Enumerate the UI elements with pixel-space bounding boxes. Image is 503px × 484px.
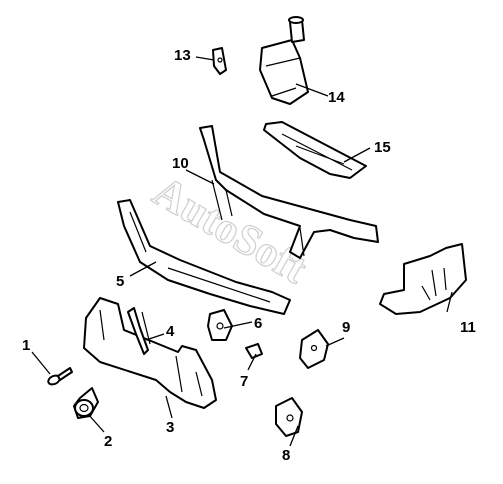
bumper-support: [83, 297, 217, 409]
lower-mount: [275, 397, 303, 437]
bracket-plate: [299, 329, 329, 369]
washer-reservoir: [259, 16, 309, 105]
callout-1: 1: [22, 337, 30, 354]
callout-15: 15: [374, 139, 391, 156]
callout-9: 9: [342, 319, 350, 336]
callout-labels: 13 14 15 10 5 11 4 6 9 7 1 2 3 8: [22, 47, 476, 464]
callout-13: 13: [174, 47, 191, 64]
bolt: [47, 367, 73, 386]
callout-6: 6: [254, 315, 262, 332]
callout-4: 4: [166, 323, 175, 340]
callout-10: 10: [172, 155, 189, 172]
callout-5: 5: [116, 273, 124, 290]
mount-bracket: [207, 309, 233, 341]
retaining-clip: [245, 343, 263, 359]
splash-shield: [379, 243, 467, 315]
callout-11: 11: [460, 319, 476, 336]
round-mount: [73, 387, 99, 419]
callout-8: 8: [282, 447, 290, 464]
small-bracket: [212, 47, 227, 75]
lower-crossmember: [117, 199, 291, 315]
leader-lines: [31, 56, 453, 447]
callout-2: 2: [104, 433, 112, 450]
radiator-support-frame: [199, 125, 379, 259]
callout-7: 7: [240, 373, 248, 390]
callout-3: 3: [166, 419, 174, 436]
upper-tie-bar-panel: [263, 121, 367, 179]
callout-14: 14: [328, 89, 345, 106]
